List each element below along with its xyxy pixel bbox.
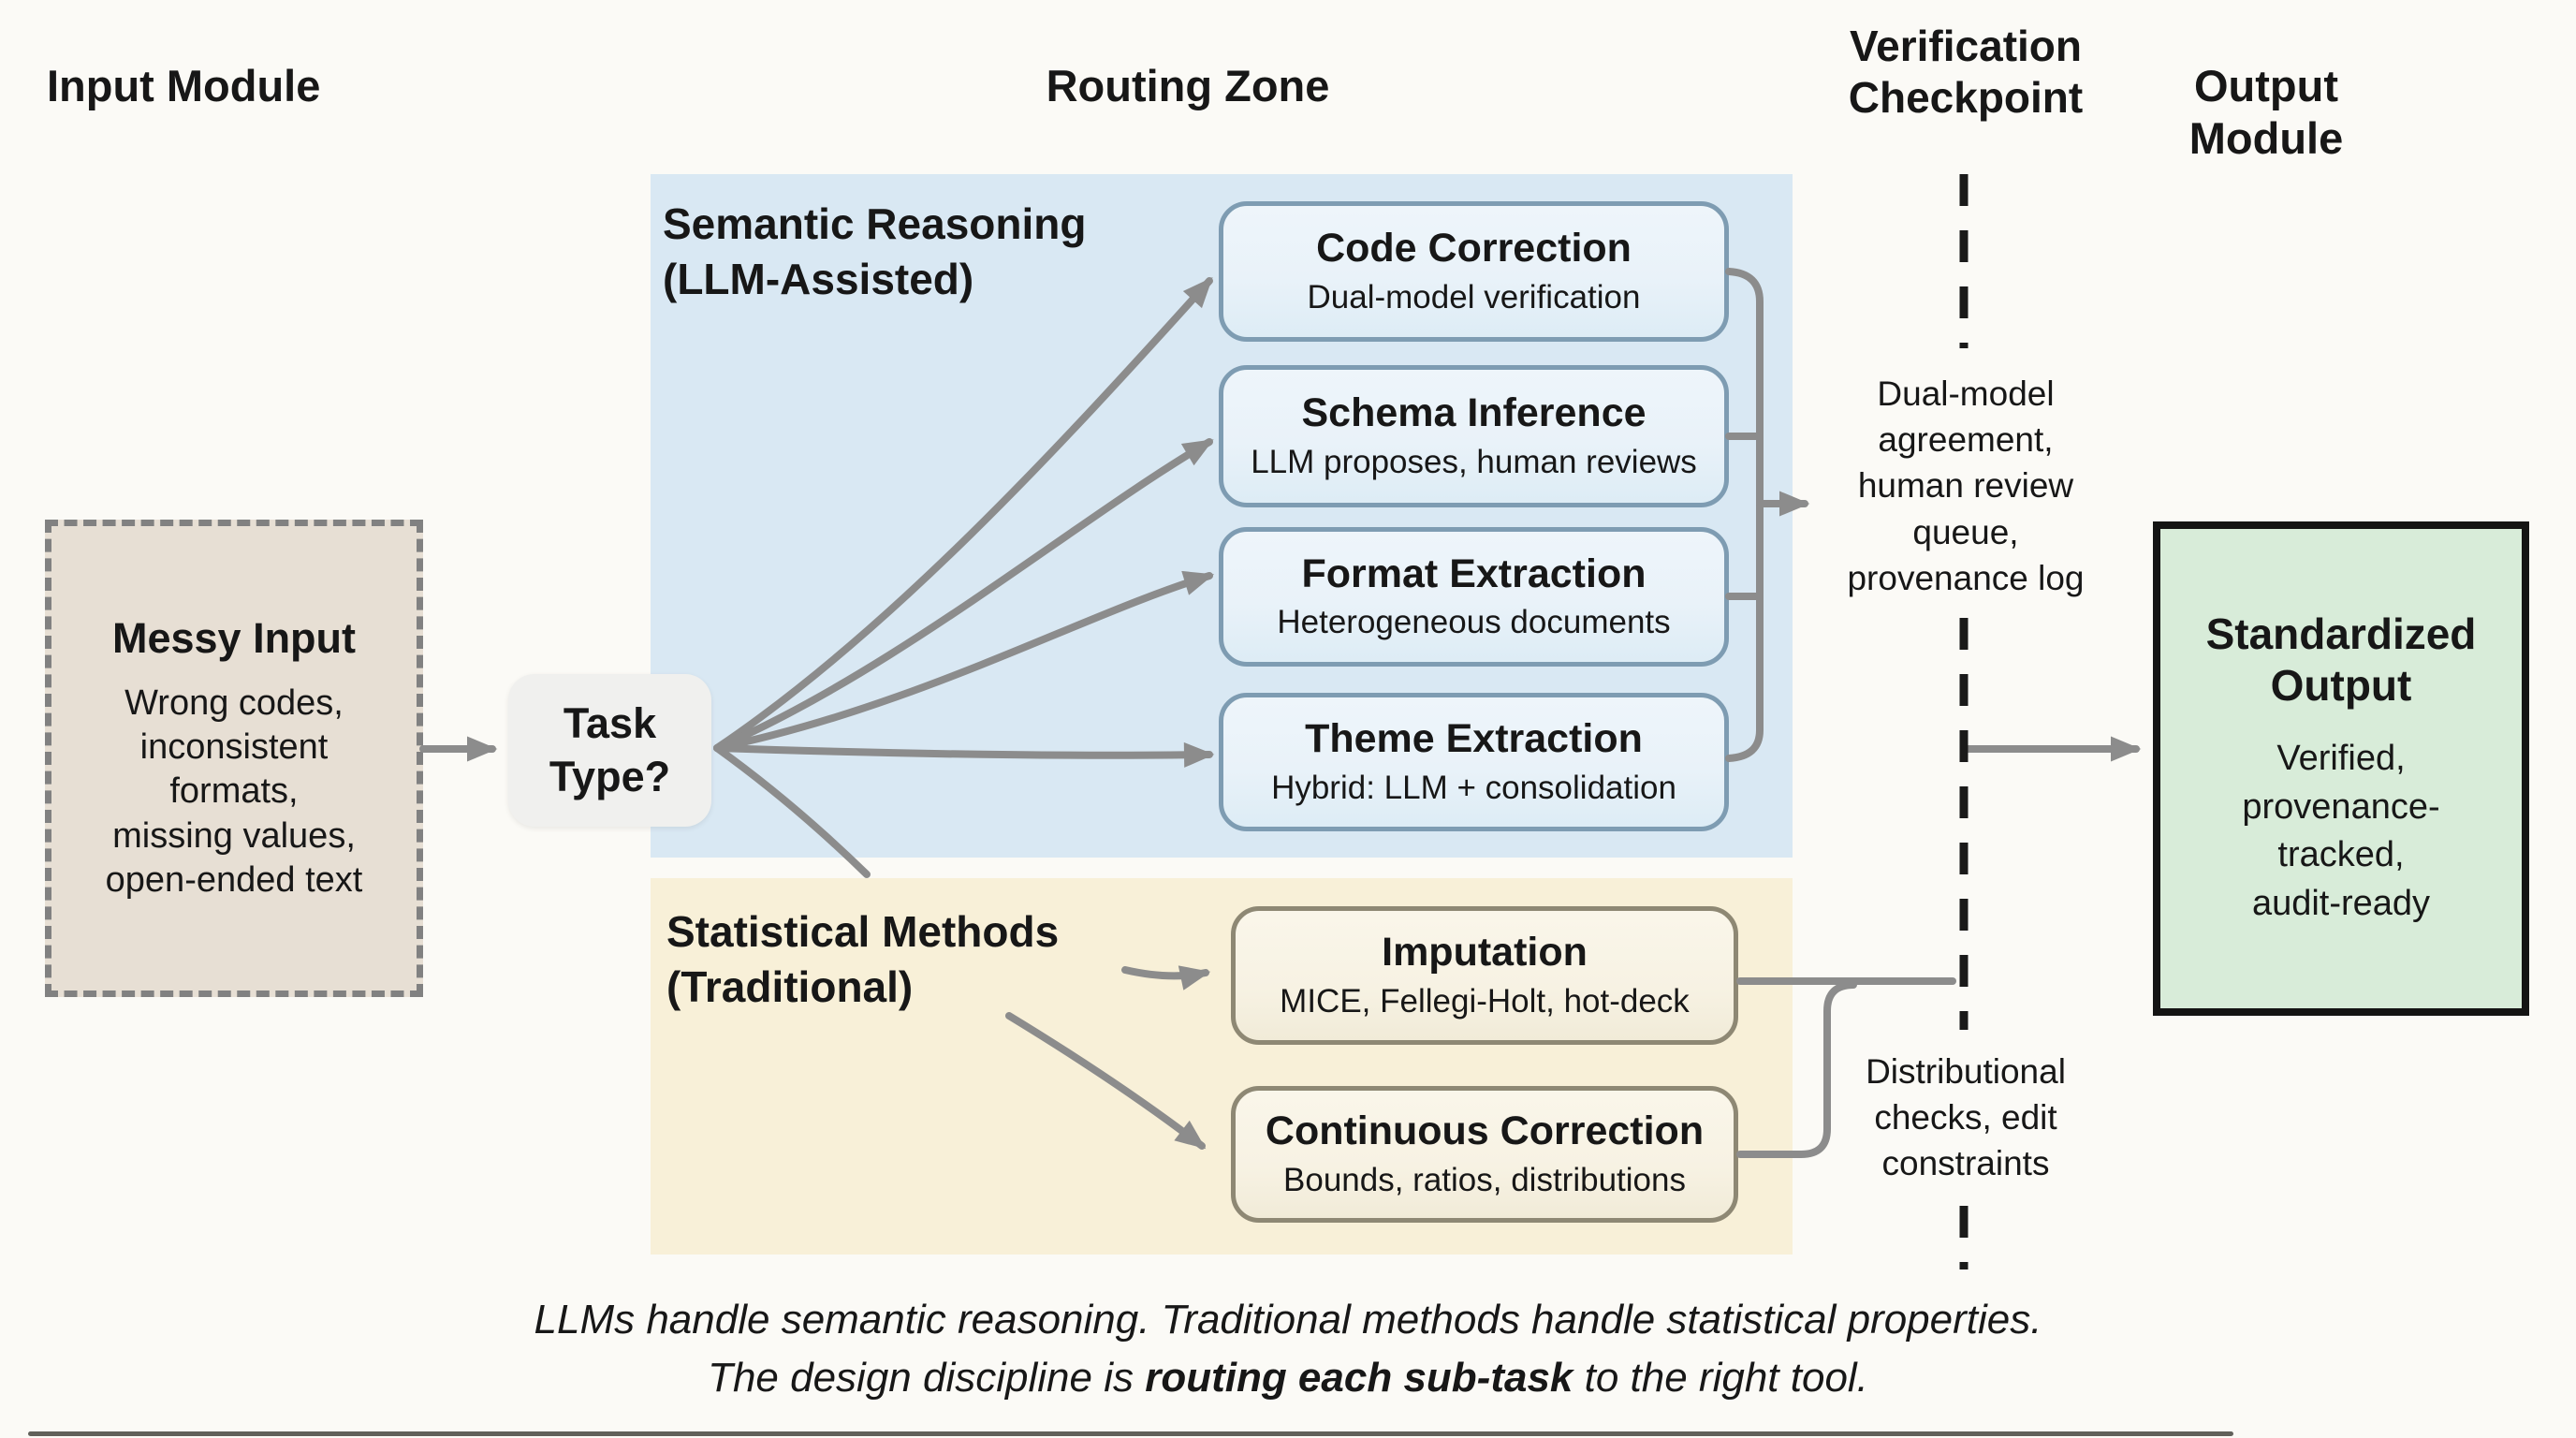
box-subtitle: Bounds, ratios, distributions (1283, 1161, 1686, 1198)
statistical-zone-title: Statistical Methods (Traditional) (666, 907, 1060, 1011)
output-module-header: Output Module (2188, 61, 2344, 164)
verification-statistical-note: Distributional checks, edit constraints (1866, 1052, 2066, 1183)
messy-input-title: Messy Input (111, 614, 357, 663)
box-title: Continuous Correction (1265, 1108, 1705, 1154)
box-title: Theme Extraction (1305, 716, 1643, 762)
semantic-box-theme-extraction: Theme Extraction Hybrid: LLM + consolida… (1219, 693, 1729, 831)
box-title: Code Correction (1316, 226, 1632, 271)
statistical-box-imputation: Imputation MICE, Fellegi-Holt, hot-deck (1231, 906, 1738, 1045)
caption-line-2-suffix: to the right tool. (1573, 1355, 1868, 1401)
box-subtitle: Heterogeneous documents (1277, 604, 1671, 641)
box-subtitle: Hybrid: LLM + consolidation (1271, 769, 1676, 806)
semantic-box-code-correction: Code Correction Dual-model verification (1219, 201, 1729, 342)
scan-artifact-line (28, 1431, 2233, 1436)
semantic-box-schema-inference: Schema Inference LLM proposes, human rev… (1219, 365, 1729, 507)
caption-line-2-prefix: The design discipline is (708, 1355, 1146, 1401)
box-subtitle: MICE, Fellegi-Holt, hot-deck (1280, 982, 1690, 1020)
output-title: Standardized Output (2205, 609, 2477, 710)
input-module-header: Input Module (47, 61, 321, 110)
semantic-zone-title: Semantic Reasoning (LLM-Assisted) (663, 199, 1087, 303)
caption-line-2: The design discipline is routing each su… (0, 1354, 2576, 1403)
box-title: Format Extraction (1301, 550, 1647, 596)
caption-line-2-bold: routing each sub-task (1145, 1355, 1573, 1401)
statistical-box-continuous-correction: Continuous Correction Bounds, ratios, di… (1231, 1086, 1738, 1223)
box-title: Imputation (1382, 930, 1588, 976)
standardized-output-box: Standardized Output Verified, provenance… (2153, 521, 2529, 1016)
caption-line-1: LLMs handle semantic reasoning. Traditio… (534, 1297, 2042, 1343)
box-title: Schema Inference (1301, 390, 1647, 436)
output-body: Verified, provenance- tracked, audit-rea… (2242, 738, 2440, 923)
messy-input-box: Messy Input Wrong codes, inconsistent fo… (45, 520, 423, 997)
routing-zone-header: Routing Zone (1046, 61, 1330, 110)
semantic-box-format-extraction: Format Extraction Heterogeneous document… (1219, 527, 1729, 667)
messy-input-body: Wrong codes, inconsistent formats, missi… (105, 683, 363, 900)
box-subtitle: LLM proposes, human reviews (1251, 443, 1697, 480)
task-type-router: Task Type? (508, 674, 711, 827)
verification-semantic-note: Dual-model agreement, human review queue… (1847, 374, 2085, 597)
box-subtitle: Dual-model verification (1307, 278, 1641, 315)
verification-checkpoint-header: Verification Checkpoint (1848, 22, 2084, 123)
